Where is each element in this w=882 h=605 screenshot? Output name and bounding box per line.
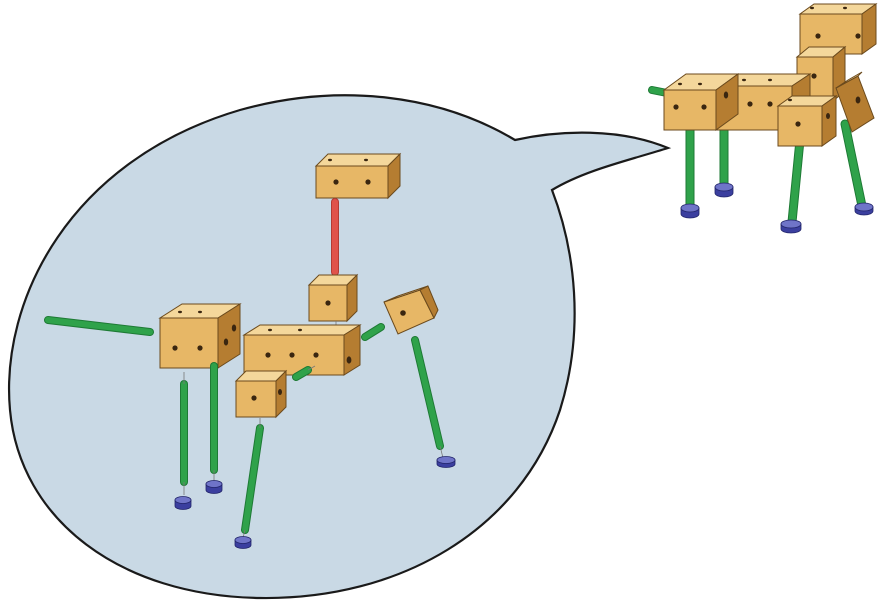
peg-hole [698, 82, 702, 86]
exploded-view [44, 152, 456, 549]
foot-1 [174, 496, 192, 510]
foot-2 [205, 480, 223, 494]
peg-hole [278, 389, 282, 395]
peg-hole [747, 101, 753, 107]
peg-hole [768, 78, 772, 82]
assembled-leg-3 [787, 135, 805, 227]
peg-hole [723, 91, 729, 99]
hip-block-right [383, 285, 439, 335]
hip-block-left [234, 369, 288, 419]
assembled-leg-4 [840, 119, 867, 211]
tail-rod [44, 316, 154, 336]
assembled-foot-3 [780, 219, 802, 234]
peg-hole [289, 352, 295, 358]
peg-hole [811, 73, 817, 79]
body-front-block [158, 303, 242, 369]
assembled-foot-1 [680, 203, 700, 219]
peg-hole [673, 104, 679, 110]
connector-line [307, 365, 316, 371]
assembled-foot-2 [714, 182, 734, 198]
assembled-hip-block-left [776, 95, 838, 147]
peg-hole [268, 328, 272, 332]
assembled-view [648, 3, 878, 234]
peg-hole [855, 33, 861, 39]
peg-hole [364, 158, 368, 162]
peg-hole [767, 101, 773, 107]
peg-hole [231, 324, 237, 332]
peg-hole [251, 395, 257, 401]
peg-hole [265, 352, 271, 358]
foot-3 [234, 536, 252, 549]
peg-hole [198, 310, 202, 314]
peg-hole [333, 179, 339, 185]
neck-block [307, 273, 359, 323]
peg-hole [815, 33, 821, 39]
peg-hole [178, 310, 182, 314]
leg-rod-4 [411, 336, 444, 450]
peg-hole [678, 82, 682, 86]
peg-hole [788, 98, 792, 102]
peg-hole [810, 6, 814, 10]
leg-rod-3 [241, 424, 264, 534]
peg-hole [197, 345, 203, 351]
peg-hole [701, 104, 707, 110]
connector-line [439, 445, 444, 459]
peg-hole [400, 310, 406, 316]
head-block [314, 152, 402, 200]
foot-4 [436, 456, 456, 468]
peg-hole [223, 338, 229, 346]
connector-rod-hip [292, 366, 312, 381]
body-long-block [242, 324, 362, 376]
assembled-foot-4 [854, 202, 874, 216]
peg-hole [328, 158, 332, 162]
peg-hole [795, 121, 801, 127]
peg-hole [365, 179, 371, 185]
assembled-body-front-block [662, 73, 740, 131]
peg-hole [313, 352, 319, 358]
peg-hole [346, 356, 352, 364]
peg-hole [172, 345, 178, 351]
peg-hole [843, 6, 847, 10]
peg-hole [742, 78, 746, 82]
peg-hole [826, 113, 830, 119]
peg-hole [325, 300, 331, 306]
connector-rod-right [361, 323, 385, 341]
assembled-hip-block-right [835, 71, 875, 133]
peg-hole [298, 328, 302, 332]
